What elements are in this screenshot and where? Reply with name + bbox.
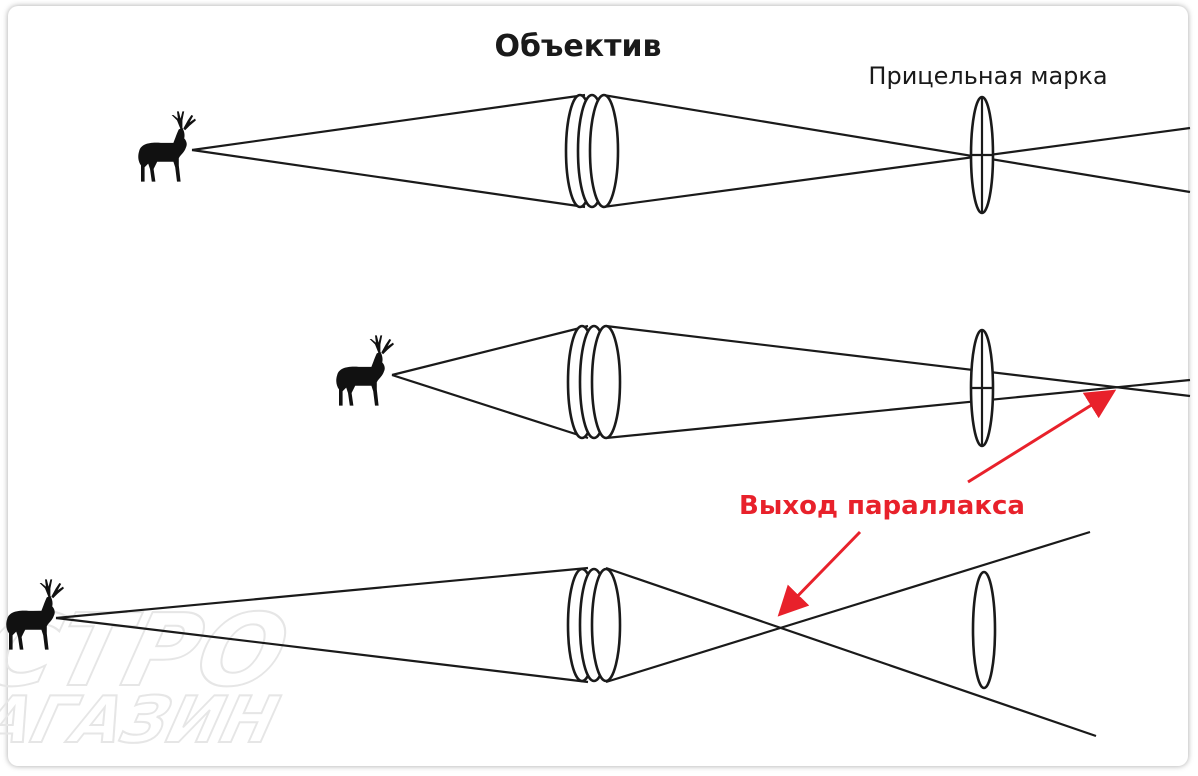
lens-icon <box>564 93 620 209</box>
objective-label: Объектив <box>494 29 661 64</box>
ray-top-in <box>391 324 589 377</box>
lens-icon <box>566 324 622 440</box>
ray-top-in <box>191 93 586 152</box>
ray-top-out <box>605 566 1097 738</box>
ray-bottom-out <box>605 530 1091 684</box>
reticle-icon <box>971 570 997 690</box>
arrow-icon <box>967 389 1117 484</box>
scheme-row-3 <box>6 530 1097 738</box>
parallax-label: Выход параллакса <box>739 491 1025 521</box>
lens-icon <box>566 567 622 683</box>
ray-bottom-in <box>191 148 586 209</box>
ray-bottom-out <box>605 378 1191 440</box>
ray-top-out <box>602 93 1191 194</box>
ray-top-in <box>55 566 589 620</box>
arrow-icon <box>777 530 862 617</box>
deer-icon <box>336 335 394 406</box>
ray-top-out <box>605 324 1191 398</box>
reticle-label: Прицельная марка <box>868 62 1107 90</box>
watermark-line2: МАГАЗИН <box>0 684 286 758</box>
ray-bottom-in <box>391 373 589 440</box>
scheme-row-1 <box>138 93 1191 215</box>
scheme-row-2 <box>336 324 1191 448</box>
ray-bottom-out <box>602 126 1191 209</box>
ray-bottom-in <box>55 616 589 684</box>
deer-icon <box>138 111 196 182</box>
